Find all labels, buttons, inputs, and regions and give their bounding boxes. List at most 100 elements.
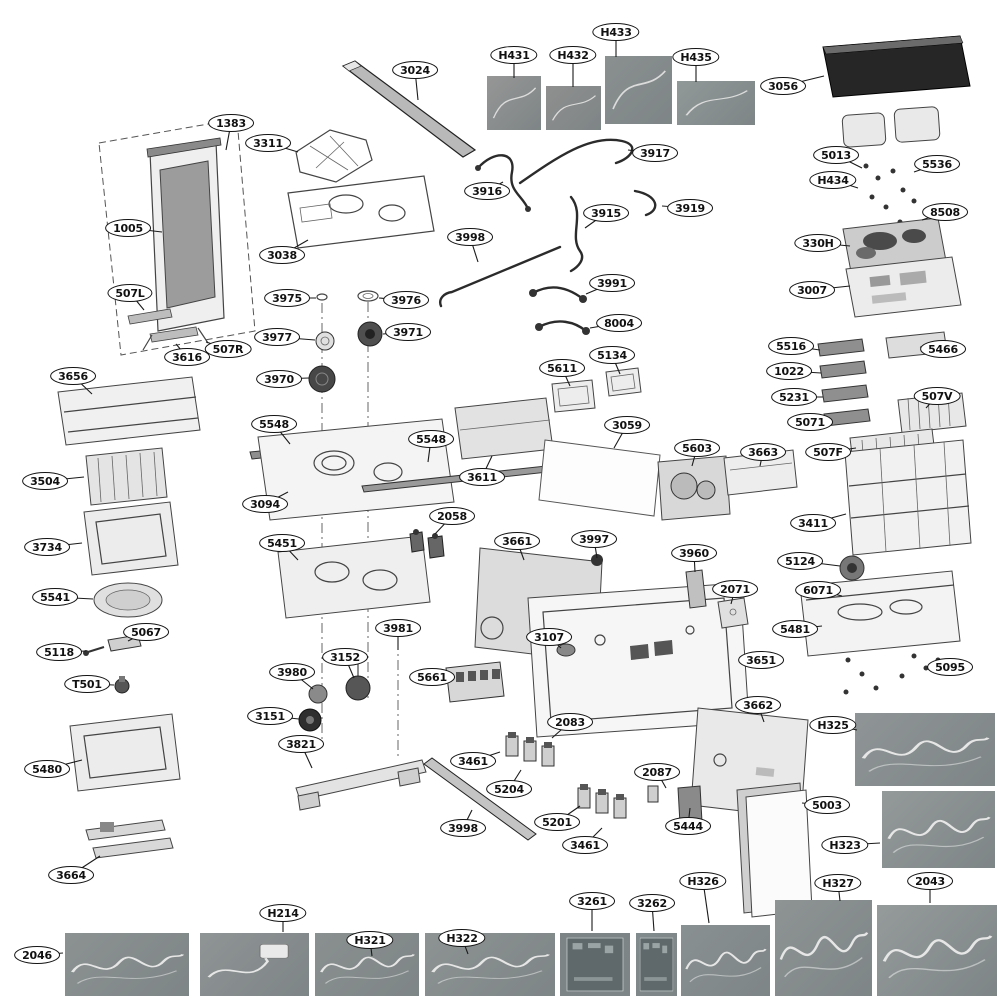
callout-5231: 5231 xyxy=(771,388,817,406)
callout-3461: 3461 xyxy=(450,752,496,770)
callout-H325: H325 xyxy=(809,716,857,734)
callout-5603: 5603 xyxy=(674,439,720,457)
photo-H326 xyxy=(681,925,770,996)
callout-2046: 2046 xyxy=(14,946,60,964)
part-pcb-stack xyxy=(817,338,871,427)
photo-H433 xyxy=(605,56,672,124)
callout-5134: 5134 xyxy=(589,346,635,364)
callout-3975: 3975 xyxy=(264,289,310,307)
callout-5124: 5124 xyxy=(777,552,823,570)
callout-3662: 3662 xyxy=(735,696,781,714)
callout-T501: T501 xyxy=(64,675,110,693)
callout-H433: H433 xyxy=(592,23,640,41)
callout-H326: H326 xyxy=(679,872,727,890)
callout-3311: 3311 xyxy=(245,134,291,152)
callout-3919: 3919 xyxy=(667,199,713,217)
callout-3916: 3916 xyxy=(464,182,510,200)
callout-3059: 3059 xyxy=(604,416,650,434)
part-drawer-rack xyxy=(844,439,972,556)
part-bottom-trim xyxy=(423,757,537,841)
callout-2071: 2071 xyxy=(712,580,758,598)
callout-3007: 3007 xyxy=(789,281,835,299)
callout-507F: 507F xyxy=(805,443,851,461)
callout-3976: 3976 xyxy=(383,291,429,309)
part-lower-pan xyxy=(69,713,181,792)
callout-3917: 3917 xyxy=(632,144,678,162)
callout-3998: 3998 xyxy=(447,228,493,246)
callout-507R: 507R xyxy=(204,340,252,358)
callout-3970: 3970 xyxy=(256,370,302,388)
callout-5480: 5480 xyxy=(24,760,70,778)
callout-3997: 3997 xyxy=(571,530,617,548)
callout-H327: H327 xyxy=(814,874,862,892)
callout-507L: 507L xyxy=(107,284,153,302)
part-burner-box xyxy=(277,535,431,619)
callout-3915: 3915 xyxy=(583,204,629,222)
callout-3504: 3504 xyxy=(22,472,68,490)
part-rear-panel xyxy=(736,782,813,918)
callout-H321: H321 xyxy=(346,931,394,949)
callout-5661: 5661 xyxy=(409,668,455,686)
callout-5466: 5466 xyxy=(920,340,966,358)
callout-3024: 3024 xyxy=(392,61,438,79)
callout-3611: 3611 xyxy=(459,468,505,486)
callout-5536: 5536 xyxy=(914,155,960,173)
callout-8508: 8508 xyxy=(922,203,968,221)
callout-1005: 1005 xyxy=(105,219,151,237)
callout-5118: 5118 xyxy=(36,643,82,661)
part-terminal-block xyxy=(445,661,505,703)
callout-507V: 507V xyxy=(913,387,961,405)
callout-H322: H322 xyxy=(438,929,486,947)
callout-3461: 3461 xyxy=(562,836,608,854)
callout-3261: 3261 xyxy=(569,892,615,910)
photo-H432 xyxy=(546,86,601,130)
callout-3980: 3980 xyxy=(269,663,315,681)
photo-H323 xyxy=(882,791,995,868)
callout-5444: 5444 xyxy=(665,817,711,835)
callout-8004: 8004 xyxy=(596,314,642,332)
part-fan xyxy=(657,449,798,521)
callout-3038: 3038 xyxy=(259,246,305,264)
part-burner-grate xyxy=(295,129,373,183)
callout-5516: 5516 xyxy=(768,337,814,355)
part-main-board xyxy=(845,256,962,318)
part-knobs xyxy=(298,290,383,732)
photo-H431 xyxy=(487,76,541,130)
part-door-assembly xyxy=(98,118,256,356)
callout-3663: 3663 xyxy=(740,443,786,461)
part-switches xyxy=(505,732,703,825)
callout-H214: H214 xyxy=(259,904,307,922)
callout-3991: 3991 xyxy=(589,274,635,292)
part-round-tray xyxy=(93,582,163,618)
part-igniters xyxy=(409,529,445,559)
callout-H431: H431 xyxy=(490,46,538,64)
callout-3821: 3821 xyxy=(278,735,324,753)
part-bottom-brackets xyxy=(85,819,174,859)
part-modules xyxy=(551,367,642,413)
callout-2087: 2087 xyxy=(634,763,680,781)
callout-3151: 3151 xyxy=(247,707,293,725)
photo-2046 xyxy=(65,933,189,996)
part-top-cover xyxy=(822,35,971,148)
photo-2043 xyxy=(877,905,997,996)
part-roller xyxy=(839,555,865,581)
callout-3056: 3056 xyxy=(760,77,806,95)
callout-5071: 5071 xyxy=(787,413,833,431)
part-cooktop-frame xyxy=(287,175,435,249)
part-bracket-grid xyxy=(85,447,168,506)
callout-2058: 2058 xyxy=(429,507,475,525)
callout-5204: 5204 xyxy=(486,780,532,798)
callout-330H: 330H xyxy=(794,234,842,252)
callout-5611: 5611 xyxy=(539,359,585,377)
part-panels xyxy=(454,397,661,517)
photo-H327 xyxy=(775,900,872,996)
callout-5003: 5003 xyxy=(804,796,850,814)
callout-5013: 5013 xyxy=(813,146,859,164)
part-maintop xyxy=(249,418,549,521)
part-base-panel xyxy=(527,582,750,738)
callout-3651: 3651 xyxy=(738,651,784,669)
callout-3152: 3152 xyxy=(322,648,368,666)
callout-3661: 3661 xyxy=(494,532,540,550)
callout-H434: H434 xyxy=(809,171,857,189)
